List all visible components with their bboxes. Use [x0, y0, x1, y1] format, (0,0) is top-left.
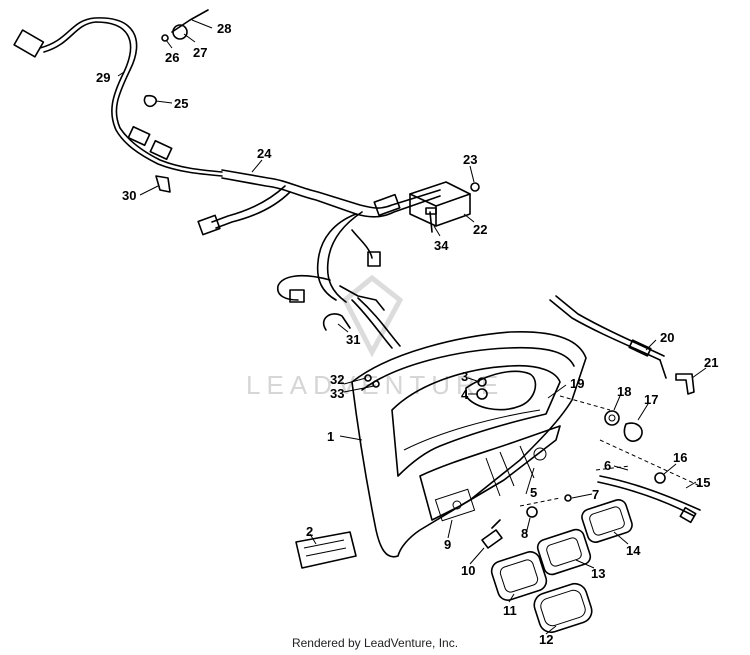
callout-34: 34 [434, 238, 449, 253]
callouts: 28 27 26 29 25 24 30 23 22 34 31 32 33 3… [96, 21, 718, 647]
bezel-12 [533, 582, 593, 634]
leader-lines [117, 19, 707, 635]
callout-9: 9 [444, 537, 451, 552]
callout-12: 12 [539, 632, 553, 647]
wire-harness-24 [197, 169, 441, 349]
callout-18: 18 [617, 384, 631, 399]
callout-11: 11 [503, 603, 517, 618]
callout-23: 23 [463, 152, 477, 167]
wire-harness-29 [13, 17, 223, 177]
washer-18-hole [608, 414, 616, 422]
cable-15 [597, 475, 701, 524]
callout-2: 2 [306, 524, 313, 539]
callout-15: 15 [696, 475, 710, 490]
decal-2-text [303, 539, 347, 557]
callout-8: 8 [521, 526, 528, 541]
callout-1: 1 [327, 429, 334, 444]
nut-16 [654, 472, 666, 484]
screw-7 [564, 494, 572, 502]
connector-30 [155, 175, 171, 193]
callout-30: 30 [122, 188, 136, 203]
washer-18 [604, 410, 620, 426]
callout-29: 29 [96, 70, 110, 85]
callout-5: 5 [530, 485, 537, 500]
callout-20: 20 [660, 330, 674, 345]
callout-7: 7 [592, 487, 599, 502]
callout-21: 21 [704, 355, 718, 370]
cable-20 [549, 295, 667, 379]
knob-17 [623, 422, 643, 442]
dash-panel-1 [351, 331, 587, 558]
callout-3: 3 [461, 369, 468, 384]
callout-28: 28 [217, 21, 231, 36]
callout-27: 27 [193, 45, 207, 60]
callout-25: 25 [174, 96, 188, 111]
lens-11 [490, 551, 548, 601]
lens-14 [581, 499, 633, 543]
callout-33: 33 [330, 386, 344, 401]
footer-credit: Rendered by LeadVenture, Inc. [291, 636, 459, 650]
callout-19: 19 [570, 376, 584, 391]
clip-25 [143, 94, 158, 108]
lens-13 [536, 528, 592, 576]
decal-2 [295, 531, 357, 569]
callout-6: 6 [604, 458, 611, 473]
relay-22 [409, 181, 480, 233]
callout-26: 26 [165, 50, 179, 65]
clamp-31 [322, 313, 351, 331]
callout-32: 32 [330, 372, 344, 387]
callout-24: 24 [257, 146, 272, 161]
callout-13: 13 [591, 566, 605, 581]
socket-8 [526, 506, 538, 518]
callout-10: 10 [461, 563, 475, 578]
switch-10 [481, 519, 503, 549]
callout-14: 14 [626, 543, 641, 558]
callout-17: 17 [644, 392, 658, 407]
callout-16: 16 [673, 450, 687, 465]
bracket-21 [675, 373, 695, 395]
callout-4: 4 [461, 387, 469, 402]
callout-31: 31 [346, 332, 360, 347]
callout-22: 22 [473, 222, 487, 237]
switch-27 [161, 9, 209, 42]
